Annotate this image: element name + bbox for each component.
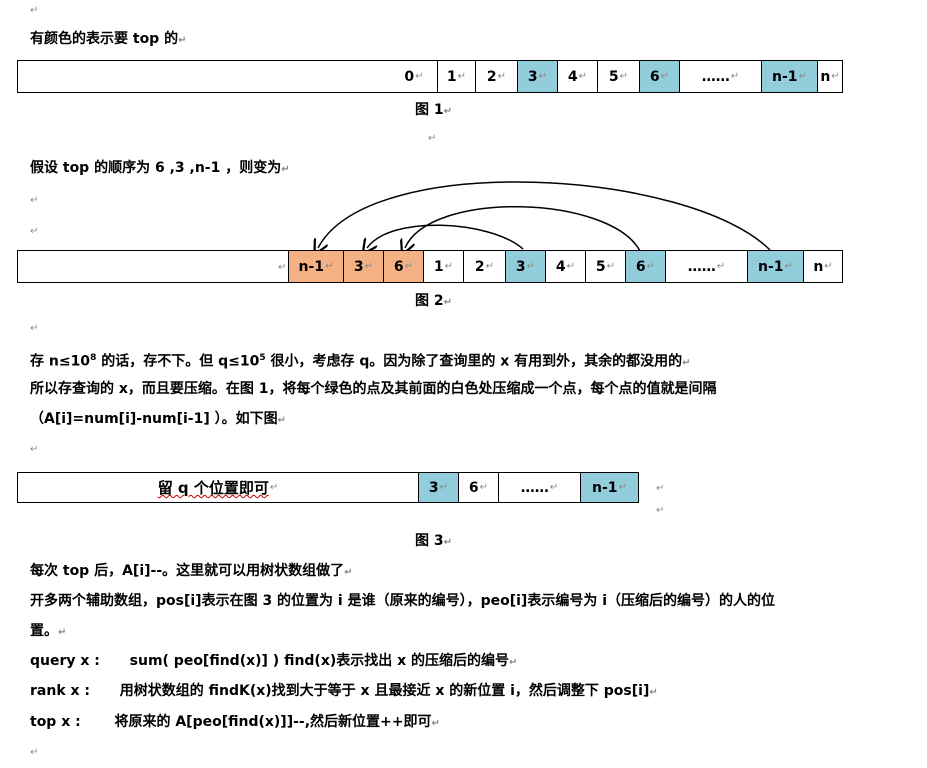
text-para3-line2: 所以存查询的 x，而且要压缩。在图 1，将每个绿色的点及其前面的白色处压缩成一个…: [30, 381, 717, 397]
fig3-reserved-area: 留 q 个位置即可↵: [18, 473, 419, 502]
paragraph-mark: ↵: [30, 5, 39, 16]
fig2-cell: 5↵: [586, 251, 626, 282]
fig2-cell-ellipsis: ……↵: [666, 251, 748, 282]
arrow-3: [367, 224, 524, 249]
top-label: top x :: [30, 714, 81, 730]
fig1-cell: 2↵: [476, 61, 518, 92]
fig1-cell: 4↵: [558, 61, 598, 92]
text-para3-line3: （A[i]=num[i]-num[i-1] ）。如下图↵: [30, 411, 287, 427]
text-line-2: 假设 top 的顺序为 6 ,3 ,n-1 ，则变为↵: [30, 160, 290, 176]
paragraph-mark: ↵: [278, 262, 287, 273]
fig1-cell-ellipsis: ……↵: [680, 61, 762, 92]
fig1-cell: 5↵: [598, 61, 640, 92]
fig1-cell: n↵: [820, 68, 840, 85]
paragraph-mark: ↵: [656, 483, 665, 494]
text-rank-line: rank x : 用树状数组的 findK(x)找到大于等于 x 且最接近 x …: [30, 683, 658, 699]
paragraph-mark: ↵: [30, 747, 39, 758]
fig2-cell-highlight: n-1↵: [748, 251, 804, 282]
text-line-1: 有颜色的表示要 top 的↵: [30, 30, 186, 48]
fig2-cell: 1↵: [424, 251, 464, 282]
query-text: sum( peo[find(x)] ) find(x)表示找出 x 的压缩后的编…: [129, 653, 510, 669]
text-query-line: query x : sum( peo[find(x)] ) find(x)表示找…: [30, 653, 518, 669]
fig1-cell-highlight: n-1↵: [762, 61, 818, 92]
figure-2-arrows: [0, 181, 771, 300]
query-label: query x :: [30, 653, 100, 669]
fig3-cell: 6↵: [459, 473, 499, 502]
fig2-cell-moved: 6↵: [384, 251, 424, 282]
text-para4-line2: 开多两个辅助数组，pos[i]表示在图 3 的位置为 i 是谁（原来的编号），p…: [30, 593, 776, 609]
figure-3-strip: 留 q 个位置即可↵ 3↵ 6↵ ……↵ n-1↵: [17, 472, 639, 503]
text-top-line: top x : 将原来的 A[peo[find(x)]]--,然后新位置++即可…: [30, 714, 440, 730]
line2-text: 假设 top 的顺序为 6 ,3 ,n-1 ，则变为: [30, 160, 282, 176]
fig3-cell-ellipsis: ……↵: [499, 473, 581, 502]
paragraph-mark: ↵: [30, 323, 39, 334]
figure-2-strip: ↵ n-1↵ 3↵ 6↵ 1↵ 2↵ 3↵ 4↵ 5↵ 6↵ ……↵ n-1↵ …: [17, 250, 843, 283]
fig1-cell: 0↵: [391, 61, 438, 92]
fig2-cell: 4↵: [546, 251, 586, 282]
paragraph-mark: ↵: [30, 444, 39, 455]
paragraph-mark: ↵: [178, 35, 187, 46]
text-para4-line1: 每次 top 后，A[i]--。这里就可以用树状数组做了↵: [30, 563, 353, 579]
paragraph-mark: ↵: [656, 505, 665, 516]
rank-text: 用树状数组的 findK(x)找到大于等于 x 且最接近 x 的新位置 i，然后…: [119, 683, 650, 699]
rank-label: rank x :: [30, 683, 91, 699]
fig1-cell-highlight: 6↵: [640, 61, 680, 92]
text-para4-line3: 置。↵: [30, 623, 67, 639]
fig2-cell-moved: n-1↵: [288, 251, 344, 282]
top-text: 将原来的 A[peo[find(x)]]--,然后新位置++即可: [114, 714, 432, 730]
fig3-cell-highlight: 3↵: [419, 473, 459, 502]
fig3-cell-highlight: n-1↵: [581, 473, 638, 502]
fig2-cell: 2↵: [464, 251, 506, 282]
paragraph-mark: ↵: [30, 195, 39, 206]
fig2-cell: n↵: [813, 258, 833, 275]
figure-1-strip: 0↵ 1↵ 2↵ 3↵ 4↵ 5↵ 6↵ ……↵ n-1↵ n↵: [17, 60, 843, 93]
fig1-cell: 1↵: [438, 61, 476, 92]
arrow-n-1: [318, 181, 771, 250]
arrow-6: [405, 206, 641, 251]
fig2-cell-highlight: 6↵: [626, 251, 666, 282]
line1-text: 有颜色的表示要 top 的: [30, 31, 179, 47]
fig1-cell-highlight: 3↵: [518, 61, 558, 92]
figure-3-caption: 图 3↵: [415, 533, 453, 549]
figure-2-caption: 图 2↵: [415, 293, 453, 309]
paragraph-mark: ↵: [428, 133, 437, 144]
text-para3-line1: 存 n≤108 的话，存不下。但 q≤105 很小，考虑存 q。因为除了查询里的…: [30, 353, 691, 370]
figure-1-caption: 图 1↵: [415, 102, 453, 118]
fig2-cell-highlight: 3↵: [506, 251, 546, 282]
paragraph-mark: ↵: [30, 226, 39, 237]
fig2-cell-moved: 3↵: [344, 251, 384, 282]
